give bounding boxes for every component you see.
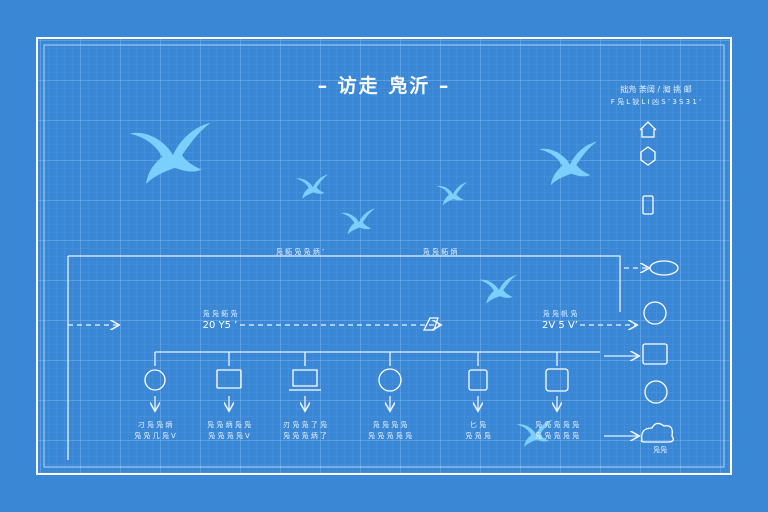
top-right-sub: F 凫 L 钬 L I 凶 S ’ 3 S 3 1 ’ [611, 97, 702, 106]
stage-label: 凫 凫 凫 凫 凫 [535, 420, 579, 429]
server-icon [642, 343, 668, 365]
diagram-title: – 访走 凫沂 – [318, 74, 451, 97]
monitor-icon [216, 369, 242, 389]
cloud-icon [640, 422, 674, 443]
network-icon [644, 380, 668, 404]
stage-label: 凫 凫 炳 凫 凫 [207, 420, 251, 429]
top-right-label: 拙凫 荼阔 / 洳 挑 邮 [620, 84, 691, 94]
inner-frame [43, 44, 725, 468]
music-disc-icon [378, 368, 402, 392]
right-icon-column: 凫凫 [639, 121, 679, 454]
stage-sublabel: 凫 凫 凫 凫 V [208, 431, 250, 440]
stage-sublabel: 凫 凫 几 凫 V [134, 431, 176, 440]
stage-sublabel: 凫 凫 凫 凫 凫 [535, 431, 579, 440]
router-icon [649, 260, 679, 276]
stage-list: 刁 凫 凫 炳凫 凫 几 凫 V 凫 凫 炳 凫 凫凫 凫 凫 凫 V 刃 凫 凫 … [134, 352, 579, 440]
stage-label: 刁 凫 凫 炳 [138, 420, 173, 429]
globe-icon [643, 301, 667, 325]
home-icon [639, 121, 657, 138]
upper-left-label: 凫 鉐 凫 凫 炳 ’ [276, 247, 324, 256]
stage-item: 凫 凫 凫 凫凫 凫 凫 凫 凫 [368, 352, 412, 440]
laptop-icon [289, 369, 321, 391]
stage-item: 凫 凫 凫 凫 凫凫 凫 凫 凫 凫 [535, 352, 579, 440]
stage-sublabel: 凫 凫 凫 凫 凫 [368, 431, 412, 440]
stage-label: 匕 凫 [470, 420, 486, 429]
stage-label: 凫 凫 凫 凫 [373, 420, 408, 429]
upper-mid-label: 凫 凫 鉐 炳 [423, 247, 458, 256]
stage-item: 刁 凫 凫 炳凫 凫 几 凫 V [134, 352, 176, 440]
lower-right-label: 凫 凫 帆 凫 [543, 309, 578, 318]
cloud-caption: 凫凫 [653, 445, 667, 454]
stage-sublabel: 凫 凫 凫 炳 了 [283, 431, 327, 440]
phone-tablet-icon [468, 369, 488, 391]
upper-timeline [68, 255, 621, 312]
year-right: 2V 5 V’ [542, 320, 578, 331]
stage-item: 刃 凫 凫 了 凫凫 凫 凫 炳 了 [283, 352, 327, 440]
stage-item: 凫 凫 炳 凫 凫凫 凫 凫 凫 V [207, 352, 251, 440]
stage-item: 匕 凫凫 凫 凫 [465, 352, 491, 440]
magnifier-icon [144, 369, 166, 391]
pen-icon [422, 317, 439, 331]
hexagon-chip-icon [640, 146, 656, 166]
year-left: 20 Y5 ’ [203, 320, 238, 331]
phone-side-icon [642, 195, 654, 215]
app-screen-icon [545, 368, 569, 392]
stage-label: 刃 凫 凫 了 凫 [283, 420, 327, 429]
stage-sublabel: 凫 凫 凫 [465, 431, 490, 440]
lower-left-label: 凫 凫 鉐 凫 [203, 309, 238, 318]
